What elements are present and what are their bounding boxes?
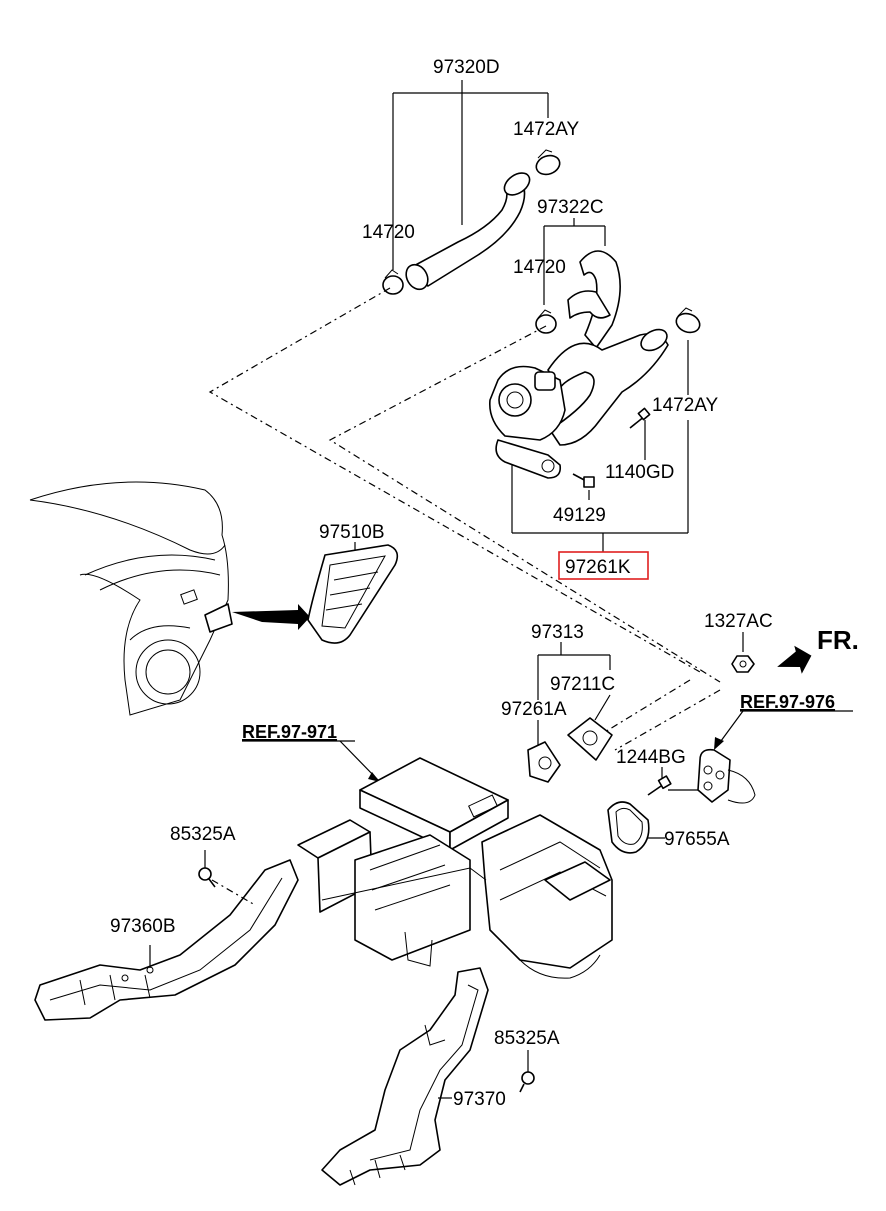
leader-ref-971	[242, 740, 380, 782]
leader-97322C	[543, 218, 606, 305]
front-direction-arrow-icon	[777, 645, 812, 674]
duct-97360B[interactable]	[34, 859, 299, 1021]
gasket-97211C[interactable]	[567, 717, 613, 761]
connector-ref-976[interactable]	[697, 748, 756, 804]
label-97322C[interactable]: 97322C	[537, 197, 604, 218]
routing-lines	[208, 287, 721, 751]
vehicle-outline	[29, 481, 233, 716]
label-97320D[interactable]: 97320D	[433, 57, 500, 78]
grille-97510B[interactable]	[307, 542, 399, 644]
label-1327AC[interactable]: 1327AC	[704, 611, 773, 632]
clamp-1472AY-top[interactable]	[534, 149, 563, 178]
water-pump[interactable]	[488, 365, 566, 479]
bolt-1244BG[interactable]	[647, 767, 698, 796]
bolt-1140GD[interactable]	[629, 407, 651, 460]
leader-97313	[537, 642, 611, 721]
clamp-14720-b[interactable]	[535, 309, 557, 334]
duct-97370[interactable]	[321, 967, 489, 1186]
highlight-box-97261K	[558, 551, 649, 580]
leader-97320D	[392, 80, 549, 270]
leader-97261K	[511, 340, 689, 552]
hvac-module[interactable]	[297, 757, 613, 979]
arrow-to-grille	[232, 604, 310, 630]
screw-85325A-left[interactable]	[198, 850, 256, 906]
label-97313[interactable]: 97313	[531, 622, 584, 643]
label-ref-97-976[interactable]: REF.97-976	[740, 692, 835, 712]
label-14720-b[interactable]: 14720	[513, 257, 566, 278]
label-85325A-left[interactable]: 85325A	[170, 824, 236, 845]
label-97261K[interactable]: 97261K	[565, 557, 631, 578]
label-1140GD[interactable]: 1140GD	[605, 462, 674, 483]
hose-97322C[interactable]	[547, 250, 671, 446]
label-1472AY-top[interactable]: 1472AY	[513, 119, 580, 140]
label-97211C[interactable]: 97211C	[550, 674, 615, 695]
gasket-97261A[interactable]	[527, 720, 561, 783]
nut-1327AC[interactable]	[731, 632, 755, 673]
label-97370[interactable]: 97370	[453, 1089, 506, 1110]
label-97510B[interactable]: 97510B	[319, 522, 385, 543]
seal-97655A[interactable]	[607, 801, 665, 854]
label-1472AY-right[interactable]: 1472AY	[652, 395, 719, 416]
label-front: FR.	[817, 625, 859, 655]
bolt-49129[interactable]	[572, 473, 595, 500]
leader-ref-976	[714, 710, 853, 750]
label-ref-97-971[interactable]: REF.97-971	[242, 722, 337, 742]
clamp-1472AY-right[interactable]	[674, 307, 703, 336]
label-14720-a[interactable]: 14720	[362, 222, 415, 243]
label-1244BG[interactable]: 1244BG	[616, 747, 686, 768]
label-85325A-bottom[interactable]: 85325A	[494, 1028, 560, 1049]
label-97360B[interactable]: 97360B	[110, 916, 176, 937]
label-97655A[interactable]: 97655A	[664, 829, 730, 850]
label-97261A[interactable]: 97261A	[501, 699, 567, 720]
hose-97320D[interactable]	[402, 169, 534, 294]
label-49129[interactable]: 49129	[553, 505, 606, 526]
screw-85325A-bottom[interactable]	[519, 1050, 535, 1093]
